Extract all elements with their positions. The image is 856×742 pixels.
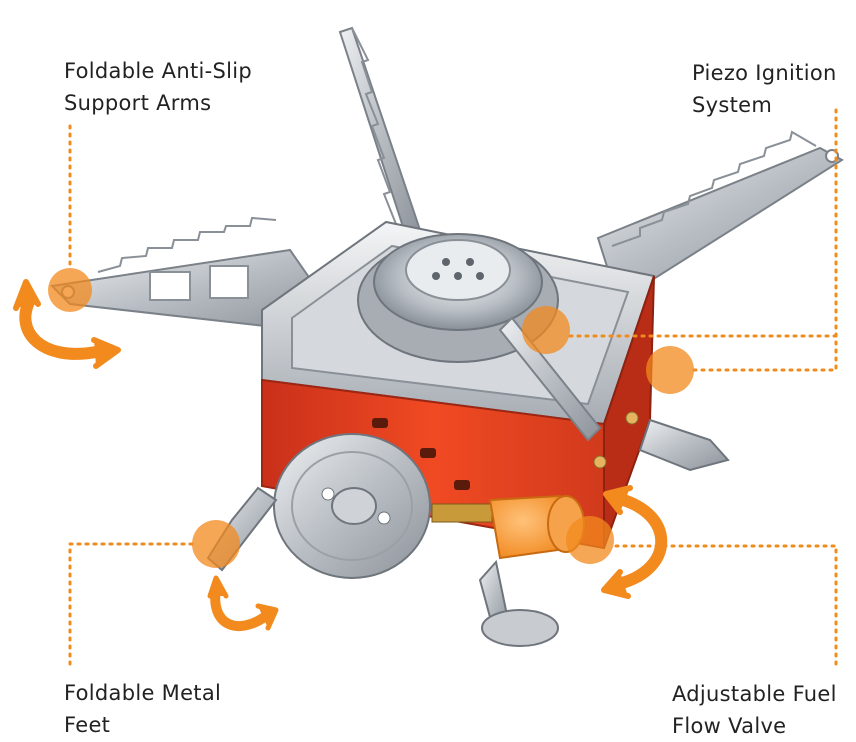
rotate-arrow-icon [207, 575, 279, 632]
callout-feet-line1: Foldable Metal [64, 681, 222, 705]
callout-piezo-line1: Piezo Ignition [692, 61, 837, 85]
support-arm-front [498, 316, 602, 442]
callout-feet: Foldable Metal Feet [64, 677, 221, 741]
callout-piezo-line2: System [692, 93, 773, 117]
callout-support-arms-line2: Support Arms [64, 91, 212, 115]
marker-piezo-2 [646, 346, 694, 394]
callout-valve-line2: Flow Valve [672, 714, 787, 738]
support-arm-right [596, 130, 844, 282]
fuel-valve-knob [431, 494, 585, 560]
marker-valve [566, 516, 614, 564]
highlight-markers [48, 268, 694, 568]
gas-connector-plate [273, 433, 431, 579]
callout-support-arms-line1: Foldable Anti-Slip [64, 59, 253, 83]
callout-valve: Adjustable Fuel Flow Valve [672, 678, 837, 742]
callout-support-arms: Foldable Anti-Slip Support Arms [64, 55, 252, 119]
marker-support-arm [48, 268, 92, 312]
marker-feet [192, 520, 240, 568]
callout-leader-lines [68, 108, 838, 666]
callout-piezo: Piezo Ignition System [692, 57, 842, 121]
rotate-arrow-icon [13, 279, 121, 369]
callout-valve-line1: Adjustable Fuel [672, 682, 837, 706]
callout-feet-line2: Feet [64, 713, 111, 737]
rotate-arrow-icon [601, 485, 668, 599]
marker-piezo-1 [522, 306, 570, 354]
support-arm-back [338, 26, 422, 238]
